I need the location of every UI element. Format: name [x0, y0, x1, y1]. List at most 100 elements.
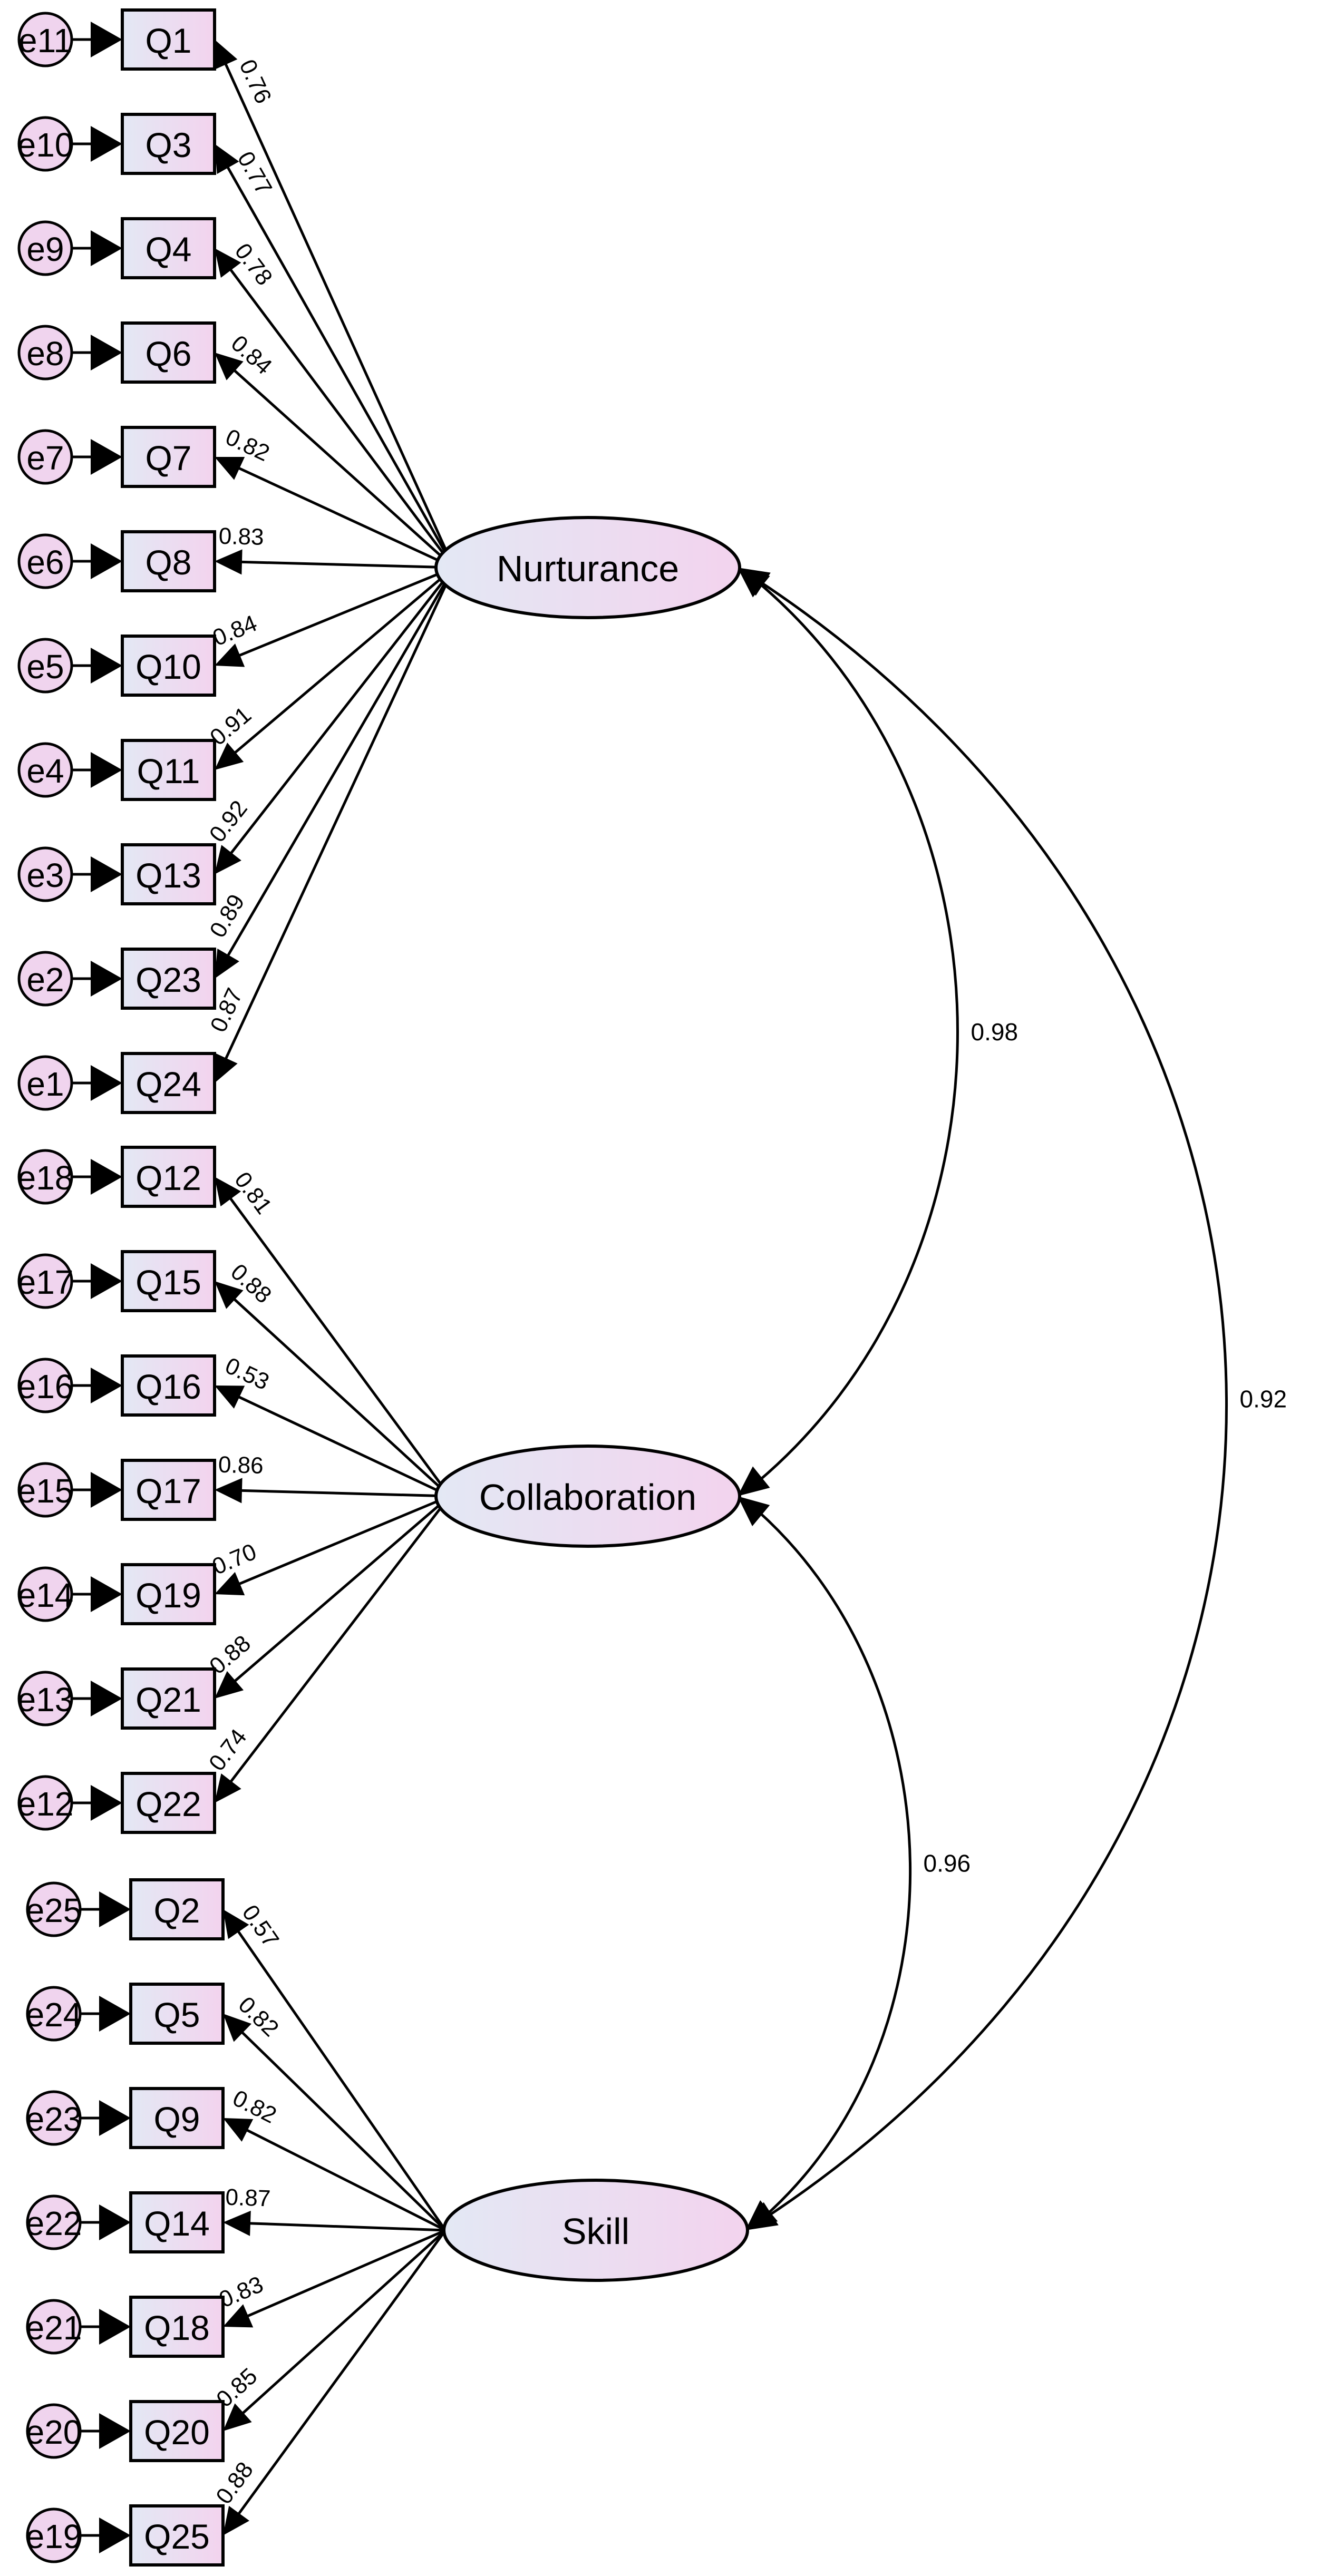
error-term-circle — [17, 533, 73, 589]
observed-variable-label: Q15 — [135, 1263, 201, 1302]
error-term-circle — [17, 1358, 73, 1413]
loading-arrowhead — [215, 1773, 241, 1803]
correlation-layer: 0.980.960.92 — [738, 568, 1287, 2230]
loading-path — [237, 566, 454, 658]
loading-path — [237, 1495, 450, 1586]
error-term-label: e23 — [26, 2100, 82, 2138]
error-arrowhead — [91, 1159, 122, 1195]
loading-arrowhead — [215, 457, 245, 480]
error-arrowhead — [91, 961, 122, 997]
error-term-label: e11 — [18, 22, 72, 60]
observed-variable-box — [121, 217, 216, 279]
observed-variable-label: Q9 — [153, 2100, 200, 2139]
error-arrowhead — [91, 1576, 122, 1612]
loading-arrowhead — [215, 144, 239, 174]
error-term-circle — [26, 2090, 82, 2146]
observed-variable-label: Q17 — [135, 1471, 201, 1510]
loading-coefficient-label: 0.88 — [211, 2457, 258, 2509]
loading-arrowhead — [215, 743, 244, 770]
error-arrowhead — [99, 2309, 131, 2345]
observed-variable-box — [129, 2296, 225, 2358]
loading-path — [229, 1495, 451, 1784]
error-arrowhead — [91, 648, 122, 684]
error-term-circle — [17, 1253, 73, 1309]
error-term-circle — [17, 1566, 73, 1622]
observed-variable-label: Q7 — [145, 438, 191, 477]
loading-path — [240, 2030, 447, 2231]
observed-variable-label: Q14 — [144, 2204, 210, 2243]
error-arrowhead — [91, 1472, 122, 1508]
loading-path — [229, 567, 455, 855]
error-arrowhead — [99, 2100, 131, 2136]
error-term-circle — [26, 2194, 82, 2250]
loading-arrowhead — [215, 948, 239, 979]
loading-arrowhead — [223, 2505, 250, 2535]
loading-arrowhead — [215, 845, 241, 874]
correlation-arc — [747, 573, 959, 1491]
error-term-circle — [26, 2507, 82, 2563]
loading-arrowhead — [215, 1385, 245, 1409]
error-arrowhead — [91, 335, 122, 370]
loading-path — [233, 567, 455, 755]
loading-arrowhead — [215, 1478, 242, 1504]
error-term-circle — [17, 1055, 73, 1111]
error-arrowhead — [91, 856, 122, 892]
error-term-label: e14 — [17, 1576, 74, 1614]
loading-arrowhead — [215, 1281, 244, 1309]
error-arrowhead — [99, 1996, 131, 2032]
loading-path — [226, 567, 455, 958]
observed-variable-label: Q12 — [135, 1158, 201, 1197]
error-term-circle — [17, 742, 73, 798]
error-term-label: e8 — [26, 335, 64, 373]
loading-arrowhead — [223, 2014, 251, 2042]
error-term-circle — [17, 116, 73, 172]
observed-variable-box — [129, 2191, 225, 2253]
loading-path — [239, 560, 454, 569]
loading-path — [228, 1196, 451, 1497]
loading-path — [224, 62, 455, 569]
correlation-coefficient-label: 0.92 — [1240, 1385, 1287, 1413]
observed-variable-label: Q25 — [144, 2517, 210, 2556]
latent-factor-label: Nurturance — [497, 548, 679, 589]
loading-arrowhead — [215, 1052, 238, 1083]
observed-variable-box — [121, 948, 216, 1010]
error-arrowhead — [99, 2518, 131, 2553]
error-arrowhead — [91, 1785, 122, 1821]
observed-variable-label: Q16 — [135, 1367, 201, 1406]
observed-variable-box — [121, 8, 216, 71]
error-term-circle — [17, 429, 73, 485]
observed-variable-label: Q22 — [135, 1784, 201, 1823]
error-term-label: e12 — [17, 1785, 74, 1823]
loading-path-layer: 0.760.770.780.840.820.830.840.910.920.89… — [204, 40, 455, 2535]
error-term-label: e21 — [26, 2309, 82, 2347]
error-arrowhead — [91, 439, 122, 475]
error-term-label: e20 — [26, 2413, 82, 2451]
loading-path — [232, 1297, 451, 1497]
error-arrowhead — [91, 1065, 122, 1101]
loading-arrowhead — [223, 2210, 251, 2236]
observed-variable-label: Q10 — [135, 647, 201, 686]
loading-path — [232, 368, 455, 569]
observed-variable-label: Q6 — [145, 334, 191, 373]
loading-arrowhead — [215, 1671, 244, 1699]
error-term-circle — [17, 220, 73, 276]
error-term-circle — [17, 12, 73, 67]
error-term-circle — [17, 638, 73, 694]
observed-variable-box — [121, 426, 216, 488]
observed-variable-box — [121, 1667, 216, 1730]
observed-variable-box — [121, 1354, 216, 1417]
error-term-label: e7 — [26, 439, 64, 477]
correlation-arc — [747, 572, 1228, 2226]
loading-arrowhead — [223, 1909, 249, 1939]
error-term-label: e22 — [26, 2204, 82, 2242]
loading-arrowhead — [215, 549, 242, 575]
correlation-coefficient-label: 0.96 — [924, 1850, 971, 1877]
observed-variable-box — [121, 739, 216, 801]
observed-variable-box — [129, 1878, 225, 1940]
correlation-arrowhead — [745, 2202, 779, 2230]
loading-path — [226, 165, 455, 569]
loading-coefficient-label: 0.86 — [218, 1452, 264, 1479]
observed-variable-label: Q18 — [144, 2308, 210, 2347]
error-term-circle — [17, 951, 73, 1007]
